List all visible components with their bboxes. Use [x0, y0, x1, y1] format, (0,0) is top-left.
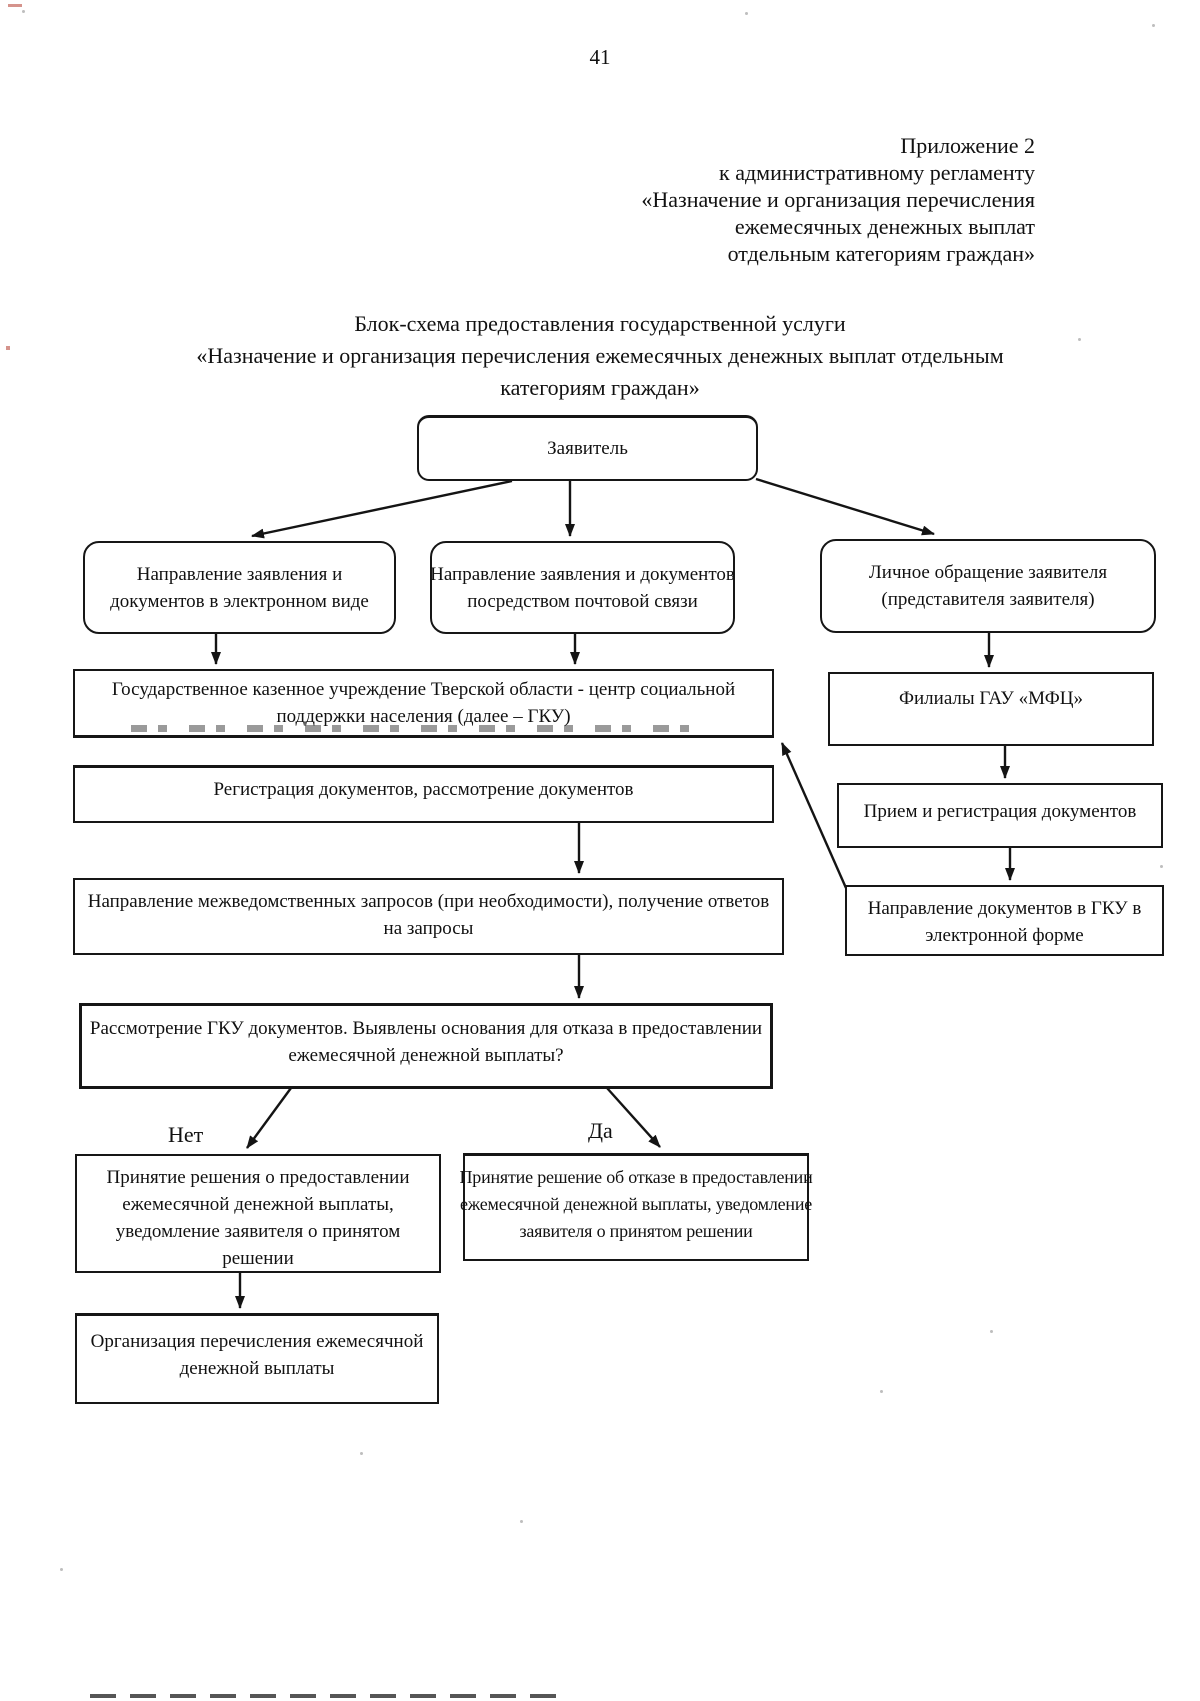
flow-box-registration: Регистрация документов, рассмотрение док… [73, 765, 774, 823]
appendix-header-line: Приложение 2 [900, 133, 1035, 158]
arrow-decision-yes-to-refuse [606, 1087, 661, 1148]
appendix-header-line: ежемесячных денежных выплат [734, 214, 1035, 239]
flow-box-label: денежной выплаты [179, 1358, 335, 1379]
arrow-decision-no-to-approve [246, 1087, 292, 1149]
scan-speck [360, 1452, 363, 1455]
flow-box-personal-visit: Личное обращение заявителя (представител… [820, 539, 1156, 633]
flow-box-postal-submission: Направление заявления и документов посре… [430, 541, 735, 634]
flow-box-label: Заявитель [547, 438, 628, 459]
branch-label-no: Нет [168, 1122, 204, 1147]
scan-speck [990, 1330, 993, 1333]
flow-box-label: ежемесячной денежной выплаты, [122, 1194, 394, 1215]
appendix-header: Приложение 2 к административному регламе… [641, 132, 1035, 267]
flow-box-label: поддержки населения (далее – ГКУ) [276, 706, 571, 727]
flow-box-label: Рассмотрение ГКУ документов. Выявлены ос… [89, 1018, 763, 1039]
flow-box-label: посредством почтовой связи [467, 590, 698, 612]
flow-box-label: Организация перечисления ежемесячной [90, 1331, 424, 1352]
flow-box-label: документов в электронном виде [110, 590, 369, 612]
flow-box-gku: Государственное казенное учреждение Твер… [73, 669, 774, 738]
arrow-applicant-to-electronic [251, 479, 513, 539]
scan-speck [60, 1568, 63, 1571]
flow-box-label: решении [222, 1248, 294, 1269]
flow-box-send-to-gku: Направление документов в ГКУ в электронн… [845, 885, 1164, 956]
flow-box-interagency-requests: Направление межведомственных запросов (п… [73, 878, 784, 955]
flow-box-refusal-decision: Принятие решение об отказе в предоставле… [459, 1153, 813, 1261]
flow-box-label: уведомление заявителя о принятом [115, 1221, 401, 1242]
flow-box-label: Филиалы ГАУ «МФЦ» [899, 688, 1083, 709]
flow-box-label: Личное обращение заявителя [868, 562, 1108, 583]
scan-speck [1078, 338, 1081, 341]
flow-box-label: ежемесячной денежной выплаты? [288, 1045, 564, 1066]
document-title-line: «Назначение и организация перечисления е… [196, 343, 1004, 368]
scan-artifact [90, 1694, 560, 1698]
flow-box-label: ежемесячной денежной выплаты, уведомлени… [459, 1194, 813, 1214]
flow-box-electronic-submission: Направление заявления и документов в эле… [83, 541, 396, 634]
flow-box-label: (представителя заявителя) [881, 589, 1095, 610]
flow-box-label: Государственное казенное учреждение Твер… [111, 679, 736, 700]
flow-box-mfc-branches: Филиалы ГАУ «МФЦ» [828, 672, 1154, 746]
scan-speck [520, 1520, 523, 1523]
flow-box-label: Направление заявления и документов [430, 563, 735, 585]
flow-box-label: Регистрация документов, рассмотрение док… [213, 779, 634, 800]
scan-artifact [8, 4, 22, 7]
scan-speck [745, 12, 748, 15]
flow-box-label: Направление документов в ГКУ в [867, 898, 1142, 919]
flow-box-label: Принятие решение об отказе в предоставле… [459, 1167, 813, 1187]
scan-speck [1152, 24, 1155, 27]
document-title-line: категориям граждан» [500, 375, 700, 400]
flow-box-label: заявителя о принятом решении [519, 1221, 753, 1241]
page-number: 41 [589, 45, 611, 69]
document-title: Блок-схема предоставления государственно… [0, 308, 1200, 404]
branch-label-yes: Да [588, 1118, 613, 1143]
scan-speck [22, 10, 25, 13]
scan-speck [1160, 865, 1163, 868]
appendix-header-line: отдельным категориям граждан» [727, 241, 1035, 266]
flow-box-applicant: Заявитель [417, 415, 758, 481]
scan-artifact [6, 346, 10, 350]
flow-box-label: Принятие решения о предоставлении [106, 1167, 410, 1188]
appendix-header-line: «Назначение и организация перечисления [641, 187, 1035, 212]
document-title-line: Блок-схема предоставления государственно… [354, 311, 846, 336]
flow-box-approval-decision: Принятие решения о предоставлении ежемес… [75, 1154, 441, 1273]
flow-box-label: Направление заявления и [136, 563, 343, 585]
arrow-applicant-to-personal [755, 477, 935, 536]
flow-box-label: на запросы [383, 918, 474, 939]
flow-box-reception-registration: Прием и регистрация документов [837, 783, 1163, 848]
clipped-text-artifact [130, 725, 703, 732]
flow-box-label: Прием и регистрация документов [863, 801, 1137, 822]
scan-speck [880, 1390, 883, 1393]
flow-box-decision: Рассмотрение ГКУ документов. Выявлены ос… [79, 1003, 773, 1089]
flow-box-label: Направление межведомственных запросов (п… [87, 891, 770, 912]
flow-box-label: электронной форме [925, 925, 1084, 946]
appendix-header-line: к административному регламенту [719, 160, 1035, 185]
flow-box-payment-transfer: Организация перечисления ежемесячной ден… [75, 1313, 439, 1404]
